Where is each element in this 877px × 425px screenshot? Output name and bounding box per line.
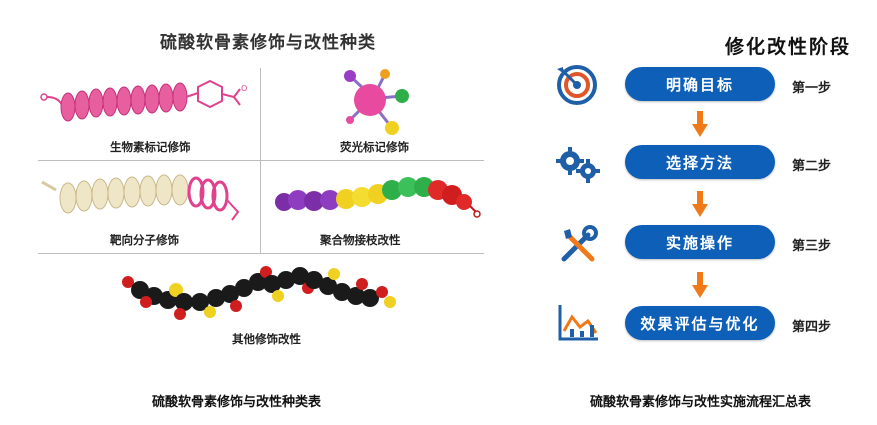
svg-text:O: O: [241, 84, 247, 93]
cell-label-polymer: 聚合物接枝改性: [320, 233, 401, 247]
polymer-chain-illustration: [275, 177, 481, 218]
left-panel-title: 硫酸软骨素修饰与改性种类: [160, 33, 376, 53]
step-3-pill: 实施操作: [625, 225, 775, 259]
other-modification-illustration: [122, 266, 396, 320]
target-icon: [557, 65, 597, 105]
cell-label-other: 其他修饰改性: [232, 332, 301, 346]
step-1-label: 第一步: [792, 81, 832, 96]
flow-arrow-2: [692, 191, 708, 217]
right-panel-caption: 硫酸软骨素修饰与改性实施流程汇总表: [590, 395, 812, 410]
gears-icon: [556, 147, 600, 183]
fluorescent-molecule-illustration: [344, 69, 409, 135]
grid-horizontal-divider-2: [38, 253, 484, 254]
tools-icon: [561, 225, 598, 262]
left-panel-caption: 硫酸软骨素修饰与改性种类表: [152, 395, 322, 410]
biotin-helix-illustration: O: [40, 79, 247, 122]
step-1-pill: 明确目标: [625, 67, 775, 101]
grid-horizontal-divider-1: [38, 160, 484, 161]
targeting-helix-illustration: [41, 174, 240, 221]
flow-arrow-1: [692, 111, 708, 137]
step-2-pill: 选择方法: [625, 145, 775, 179]
step-4-label: 第四步: [792, 320, 832, 335]
cell-label-targeting: 靶向分子修饰: [110, 233, 179, 247]
step-3-label: 第三步: [792, 239, 832, 254]
step-2-label: 第二步: [792, 159, 832, 174]
chart-icon: [558, 305, 598, 341]
right-panel-title: 修化改性阶段: [725, 36, 852, 58]
cell-label-fluorescent: 荧光标记修饰: [340, 140, 409, 154]
step-4-pill: 效果评估与优化: [625, 306, 775, 340]
flow-arrow-3: [692, 272, 708, 298]
cell-label-biotin: 生物素标记修饰: [110, 140, 191, 154]
